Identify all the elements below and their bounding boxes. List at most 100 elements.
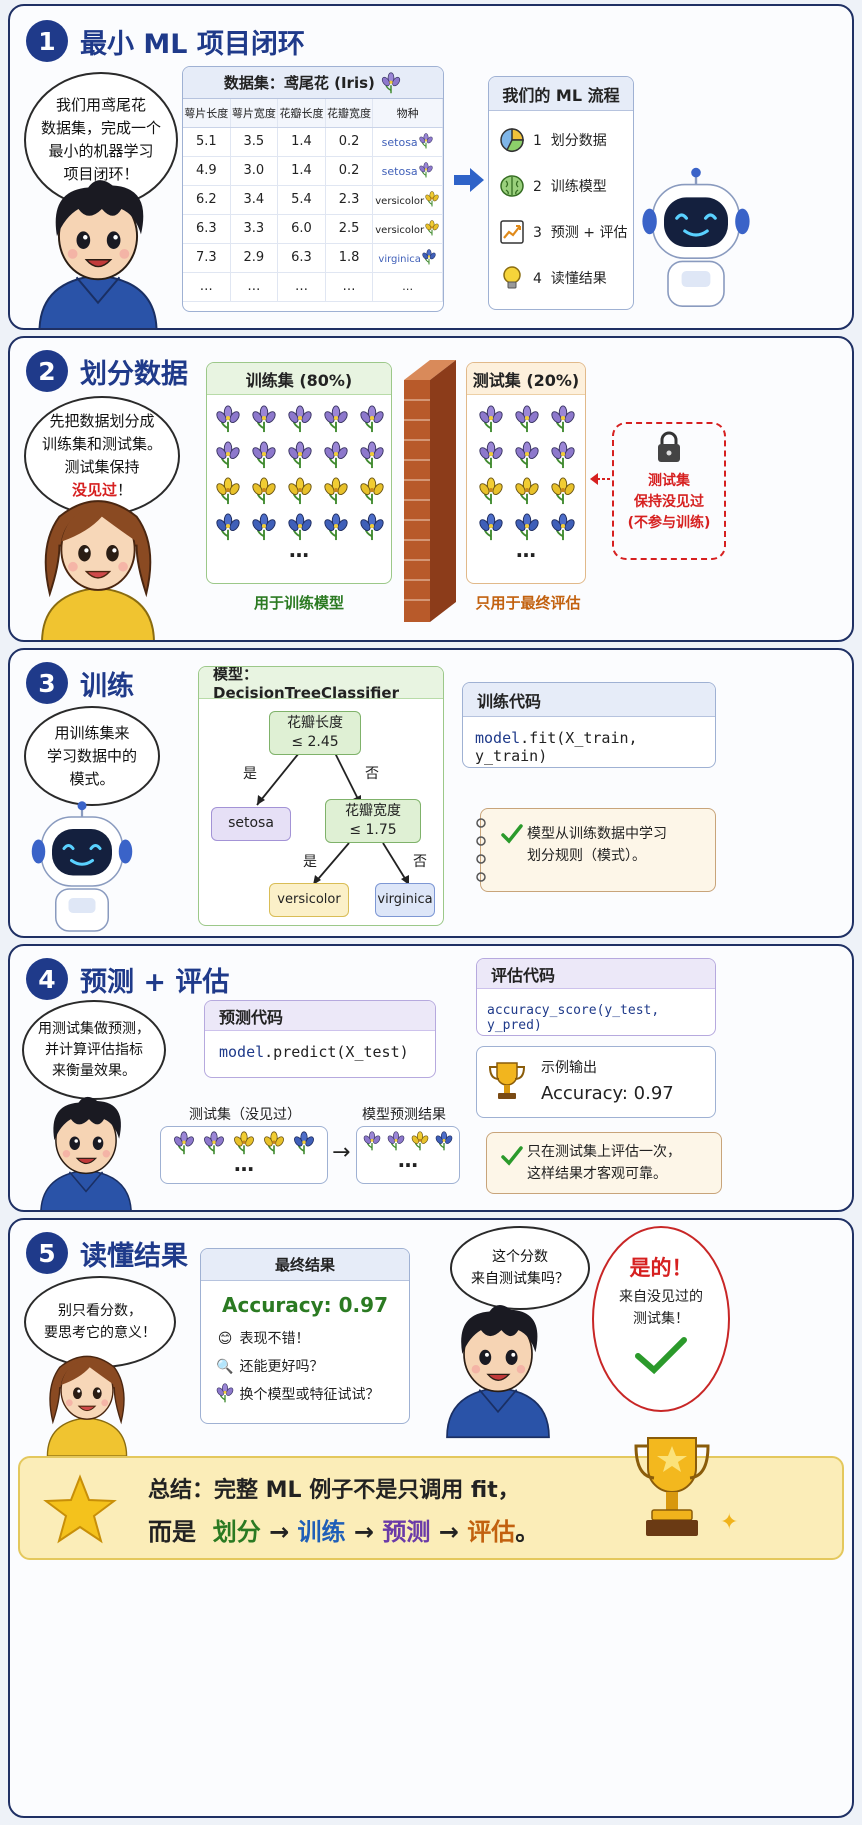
branch-yes: 是 [303,854,317,870]
column-header: 物种 [372,99,443,128]
test-set-label: 测试集（没见过） [189,1107,301,1123]
iris-flower [513,405,541,433]
left-arrow-icon [590,473,610,485]
section-title: 预测 + 评估 [80,967,230,998]
section-2: 2 划分数据 先把数据划分成训练集和测试集。测试集保持没见过！ 训练集 (80%… [8,336,854,642]
table-row: …………… [183,272,443,302]
table-cell: 6.3 [277,243,326,273]
final-value: Accuracy: 0.97 [222,1293,388,1317]
trophy-icon [488,1062,526,1099]
column-header: 萼片长度 [183,99,231,128]
test-set-card: 测试集 (20%) … [466,362,586,584]
result-item: 换个模型或特征试试？ [215,1381,395,1409]
test-caption: 只用于最终评估 [475,594,581,612]
output-value: Accuracy: 0.97 [541,1083,674,1104]
brain-icon [499,173,525,199]
iris-flower [513,441,541,469]
flow-step: 4 读懂结果 [499,255,623,301]
table-cell: 3.0 [230,156,279,186]
table-cell: 3.3 [230,214,279,244]
table-cell: setosa [372,156,443,186]
arrow-icon: → [332,1140,351,1165]
table-cell: versicolor [372,185,443,215]
iris-flower [358,477,386,505]
iris-flower [362,1131,382,1151]
iris-flower [286,405,314,433]
section-number: 4 [26,958,68,1000]
column-header: 萼片宽度 [230,99,279,128]
flower-icon [215,1383,235,1403]
table-cell: 6.2 [183,185,231,215]
leaf-versicolor: versicolor [269,883,349,917]
tree-node-petal-width: 花瓣宽度≤ 1.75 [325,799,421,843]
table-cell: 0.2 [325,127,374,157]
code-title: 训练代码 [463,683,715,717]
iris-flower [358,513,386,541]
iris-flower [214,405,242,433]
train-set-card: 训练集 (80%) … [206,362,392,584]
leaf-setosa: setosa [211,807,291,841]
speech-bubble: 别只看分数，要思考它的意义！ [24,1276,176,1368]
flow-step-label: 1 划分数据 [533,133,607,149]
iris-flower [477,513,505,541]
iris-flower [214,441,242,469]
table-cell: … [372,272,443,302]
iris-flower [214,513,242,541]
iris-flower [250,513,278,541]
answer-bubble: 是的！ 来自没见过的测试集！ [592,1226,730,1412]
star-icon [43,1474,117,1544]
section-number: 3 [26,662,68,704]
checkmark-icon [635,1337,687,1375]
iris-flower [477,405,505,433]
notebook-rings [476,818,486,882]
boy-character [18,1086,154,1212]
table-cell: 3.4 [230,185,279,215]
girl-character [18,478,178,642]
iris-flower [358,441,386,469]
table-cell: … [230,272,279,302]
boy-character [18,166,178,330]
answer-title: 是的！ [629,1256,693,1280]
flow-step: 2 训练模型 [499,163,623,209]
predict-code-title: 预测代码 [205,1001,435,1031]
eval-code-title: 评估代码 [477,959,715,989]
iris-flower [549,513,577,541]
flow-step-label: 4 读懂结果 [533,271,607,287]
test-set-title: 测试集 (20%) [467,363,585,395]
iris-flower [513,513,541,541]
train-code-card: 训练代码 model.fit(X_train, y_train) [462,682,716,768]
iris-flower [477,477,505,505]
leaf-virginica: virginica [375,883,435,917]
result-item: 🔍 还能更好吗？ [215,1353,395,1381]
section-4: 4 预测 + 评估 用测试集做预测，并计算评估指标来衡量效果。 预测代码 mod… [8,944,854,1212]
section-title: 训练 [80,671,134,702]
sample-output-card: 示例输出 Accuracy: 0.97 [476,1046,716,1118]
checkmark-icon [501,1146,523,1166]
section-title: 读懂结果 [80,1241,188,1272]
result-item: 😊 表现不错！ [215,1325,395,1353]
decision-tree-card: 模型：DecisionTreeClassifier 花瓣长度≤ 2.45 是 否… [198,666,444,926]
iris-flower [477,441,505,469]
iris-flower [286,513,314,541]
iris-flower [513,477,541,505]
test-flower-box: … [160,1126,328,1184]
table-cell: virginica [372,243,443,273]
sparkle-icon: ✦ [720,1510,739,1535]
table-cell: 2.5 [325,214,374,244]
column-header: 花瓣长度 [277,99,326,128]
note-card: 模型从训练数据中学习划分规则（模式）。 [476,808,716,892]
final-title: 最终结果 [201,1249,409,1281]
table-cell: 6.3 [183,214,231,244]
section-title: 划分数据 [80,359,188,390]
iris-flower [549,477,577,505]
flow-step-label: 2 训练模型 [533,179,607,195]
prediction-label: 模型预测结果 [362,1107,446,1123]
checkmark-icon [501,824,523,844]
section-number: 5 [26,1232,68,1274]
robot-character [22,798,142,938]
